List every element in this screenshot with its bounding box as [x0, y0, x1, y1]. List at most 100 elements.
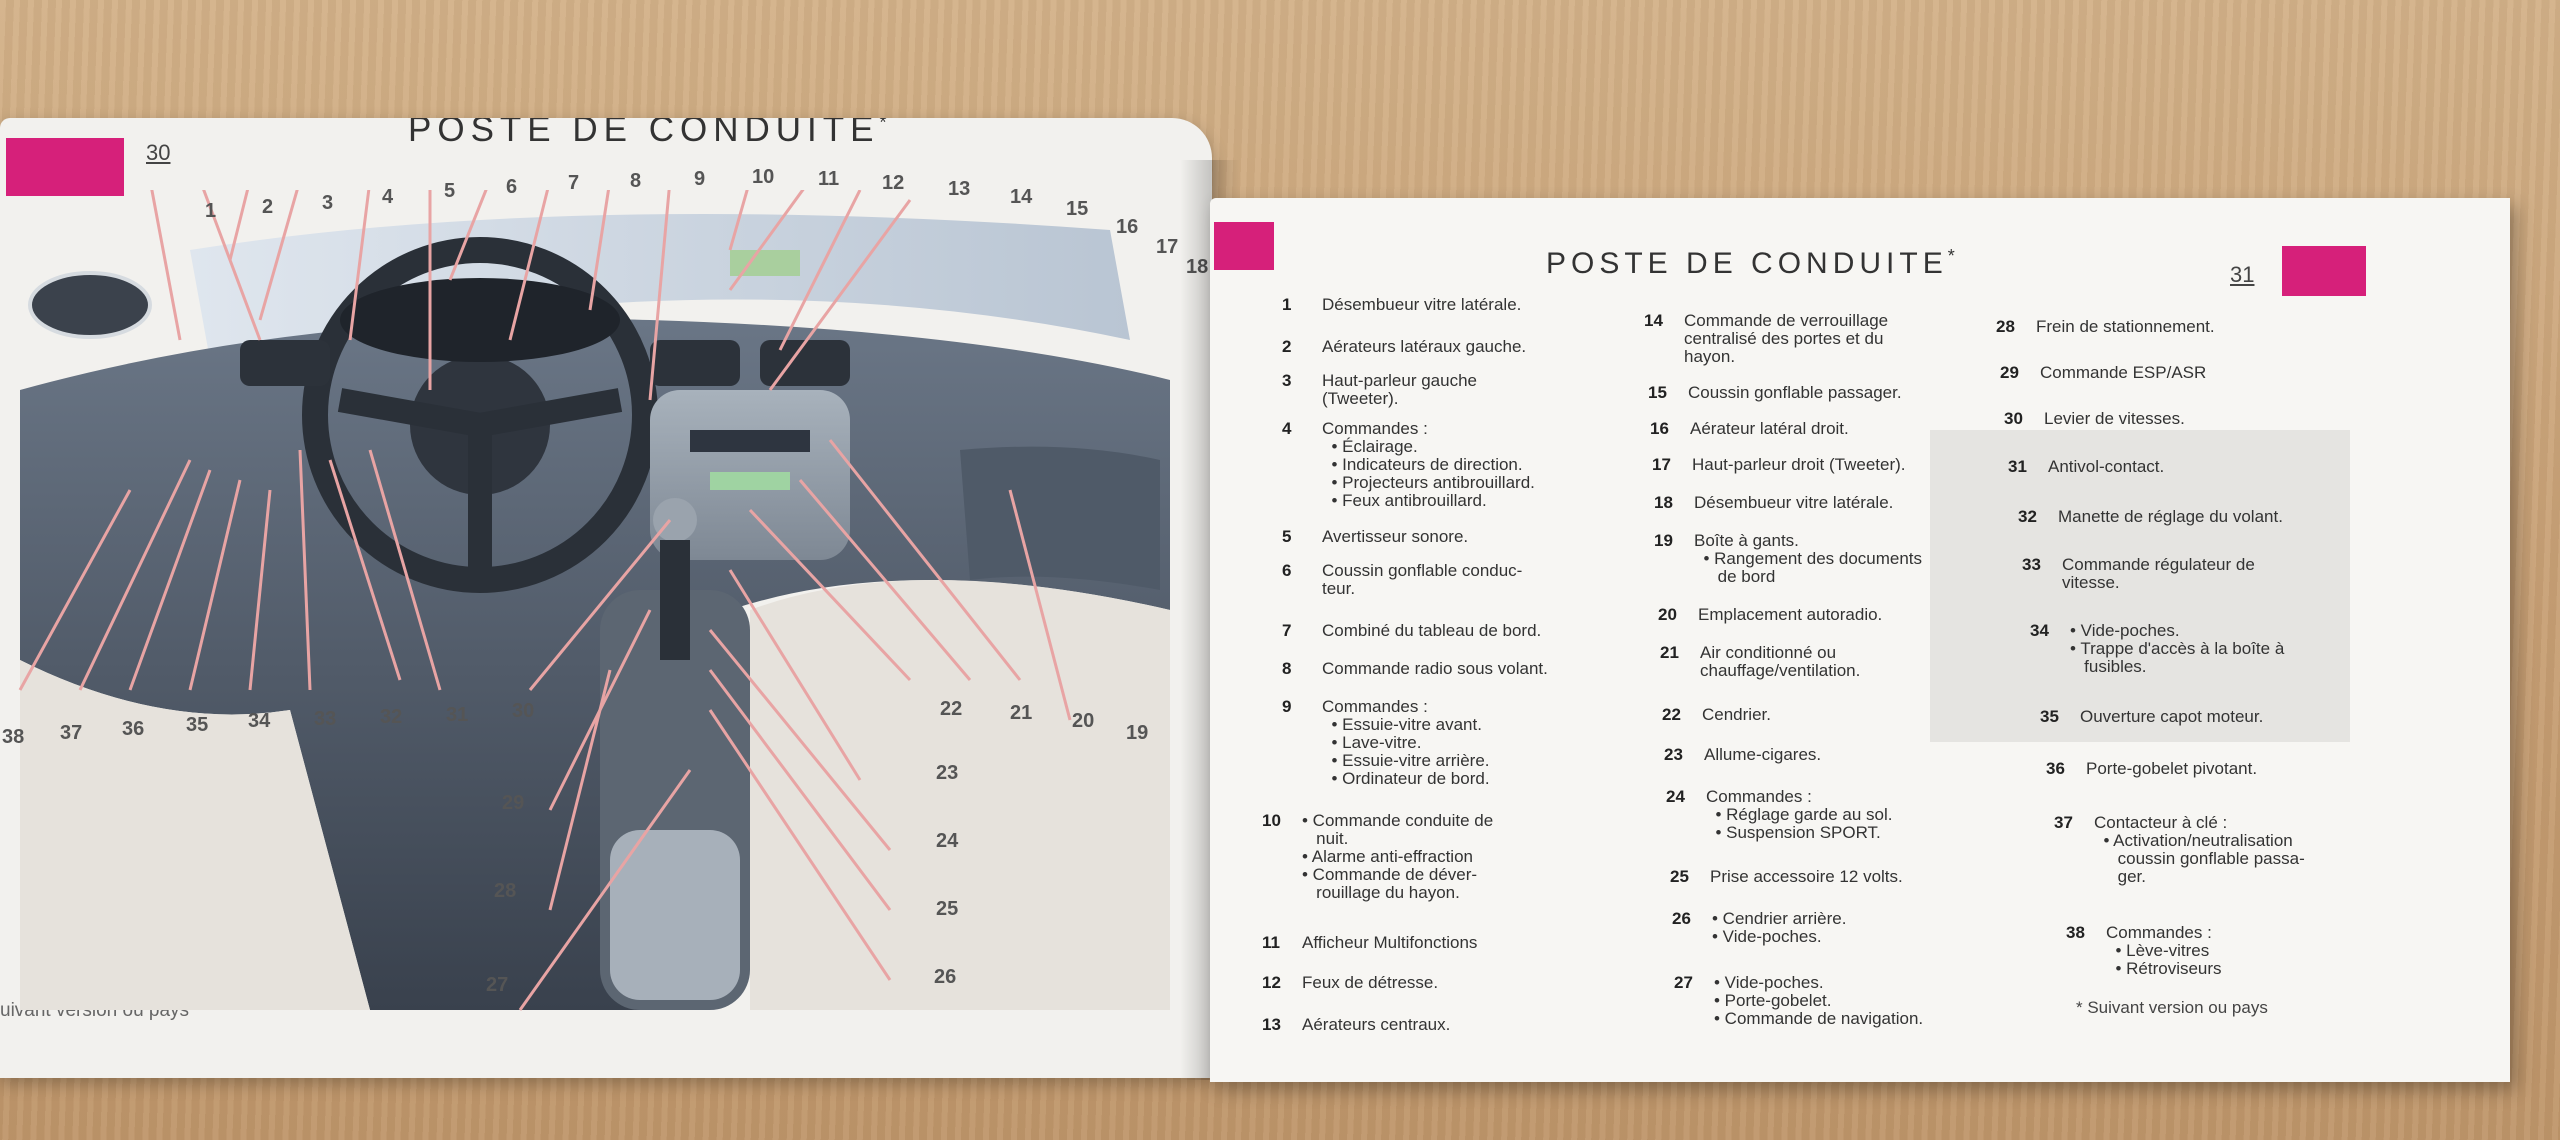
legend-item-line: Avertisseur sonore. — [1322, 527, 1469, 546]
legend-item-text: Manette de réglage du volant. — [2058, 508, 2283, 526]
callout-25: 25 — [936, 898, 959, 920]
legend-item-text: Feux de détresse. — [1302, 974, 1438, 992]
legend-item-line: • Lève-vitres — [2106, 941, 2210, 960]
legend-item-text: Commandes : • Réglage garde au sol. • Su… — [1706, 788, 1892, 842]
callout-38: 38 — [2, 726, 25, 748]
legend-item-line: • Rangement des documents — [1694, 549, 1923, 568]
legend-item-text: • Commande conduite de nuit.• Alarme ant… — [1302, 812, 1493, 902]
center-vent-left — [650, 340, 740, 386]
legend-item-line: rouillage du hayon. — [1302, 883, 1460, 902]
legend-item-line: Commande radio sous volant. — [1322, 659, 1548, 678]
legend-item-line: • Projecteurs antibrouillard. — [1322, 473, 1535, 492]
callout-lines — [18, 190, 1072, 1011]
legend-item-line: hayon. — [1684, 347, 1736, 366]
legend-item-line: fusibles. — [2070, 657, 2147, 676]
legend-item-number: 12 — [1262, 973, 1281, 992]
legend-item-text: Commandes : • Éclairage. • Indicateurs d… — [1322, 420, 1535, 510]
callout-11: 11 — [818, 168, 840, 190]
callout-32: 32 — [380, 706, 403, 728]
legend-item-line: Désembueur vitre latérale. — [1322, 295, 1522, 314]
legend-item-line: • Commande conduite de — [1302, 811, 1494, 830]
dashboard-body — [20, 318, 1170, 1010]
legend-item-line: • Ordinateur de bord. — [1322, 769, 1490, 788]
steering-wheel — [302, 237, 658, 593]
legend-item-text: Boîte à gants. • Rangement des documents… — [1694, 532, 1922, 586]
callout-15: 15 — [1066, 198, 1089, 220]
legend-item-text: Aérateurs latéraux gauche. — [1322, 338, 1526, 356]
legend-item-line: • Rétroviseurs — [2106, 959, 2222, 978]
legend-item-text: Commandes : • Essuie-vitre avant. • Lave… — [1322, 698, 1490, 788]
legend-item-line: • Essuie-vitre avant. — [1322, 715, 1482, 734]
callout-20: 20 — [1072, 710, 1095, 732]
legend-item-number: 11 — [1262, 933, 1280, 952]
left-page-title: POSTE DE CONDUITE* — [408, 118, 887, 149]
legend-item-line: • Vide-poches. — [1714, 973, 1824, 992]
legend-item-line: Prise accessoire 12 volts. — [1710, 867, 1903, 886]
legend-item-line: Ouverture capot moteur. — [2080, 707, 2264, 726]
legend-item-line: Boîte à gants. — [1694, 531, 1799, 550]
legend-item-line: • Lave-vitre. — [1322, 733, 1422, 752]
legend-item-line: Frein de stationnement. — [2036, 317, 2215, 336]
legend-item-number: 22 — [1662, 705, 1681, 724]
legend-item-text: Frein de stationnement. — [2036, 318, 2215, 336]
legend-item-number: 18 — [1654, 493, 1673, 512]
callout-18: 18 — [1186, 256, 1208, 279]
legend-item-line: coussin gonflable passa- — [2094, 849, 2305, 868]
callout-1: 1 — [205, 200, 217, 222]
legend-item-line: Commandes : — [1706, 787, 1812, 806]
callout-3: 3 — [322, 192, 334, 214]
left-page-number: 30 — [146, 140, 171, 165]
callout-13: 13 — [948, 178, 971, 200]
legend-item-text: Coussin gonflable conduc-teur. — [1322, 562, 1522, 598]
callout-30: 30 — [512, 700, 535, 722]
legend-item-line: Coussin gonflable passager. — [1688, 383, 1902, 402]
legend-item-line: • Commande de déver- — [1302, 865, 1478, 884]
center-vent-right — [760, 340, 850, 386]
legend-item-number: 34 — [2030, 621, 2049, 640]
legend-item-line: Commande de verrouillage — [1684, 311, 1889, 330]
legend-item-line: Aérateurs latéraux gauche. — [1322, 337, 1527, 356]
legend-item-text: Ouverture capot moteur. — [2080, 708, 2263, 726]
legend-item-line: nuit. — [1302, 829, 1349, 848]
legend-item-number: 37 — [2054, 813, 2073, 832]
legend-item-number: 1 — [1282, 295, 1292, 314]
radio-slot — [690, 430, 810, 452]
legend-item-line: Feux de détresse. — [1302, 973, 1439, 992]
legend-item-line: • Cendrier arrière. — [1712, 909, 1847, 928]
legend-item-text: Antivol-contact. — [2048, 458, 2164, 476]
legend-item-text: Haut-parleur gauche(Tweeter). — [1322, 372, 1477, 408]
legend-item-number: 32 — [2018, 507, 2037, 526]
legend-item-text: Contacteur à clé : • Activation/neutrali… — [2094, 814, 2305, 886]
callout-9: 9 — [694, 168, 706, 190]
legend-item-line: Commande ESP/ASR — [2040, 363, 2207, 382]
callout-12: 12 — [882, 172, 905, 194]
callout-27: 27 — [486, 974, 509, 996]
legend-item-line: • Vide-poches. — [1712, 927, 1822, 946]
climate-display — [710, 472, 790, 490]
legend-item-number: 17 — [1652, 455, 1671, 474]
legend-item-line: de bord — [1694, 567, 1776, 586]
legend-item-text: Porte-gobelet pivotant. — [2086, 760, 2257, 778]
legend-item-text: • Vide-poches.• Porte-gobelet.• Commande… — [1714, 974, 1923, 1028]
legend-item-number: 5 — [1282, 527, 1292, 546]
glove-box — [960, 446, 1160, 590]
right-footnote: * Suivant version ou pays — [2076, 998, 2268, 1017]
gear-knob — [653, 498, 697, 542]
legend-item-number: 35 — [2040, 707, 2059, 726]
legend-item-text: Afficheur Multifonctions — [1302, 934, 1477, 952]
legend-item-line: Aérateurs centraux. — [1302, 1015, 1451, 1034]
legend-item-text: Cendrier. — [1702, 706, 1771, 724]
legend-item-line: chauffage/ventilation. — [1700, 661, 1861, 680]
right-page-sheet — [1210, 198, 2510, 1082]
legend-item-line: Manette de réglage du volant. — [2058, 507, 2283, 526]
left-pink-tab — [6, 138, 124, 196]
legend-item-line: Coussin gonflable conduc- — [1322, 561, 1523, 580]
callout-6: 6 — [506, 176, 518, 198]
legend-item-number: 25 — [1670, 867, 1689, 886]
legend-item-line: Allume-cigares. — [1704, 745, 1822, 764]
callout-28: 28 — [494, 880, 517, 902]
legend-item-line: Afficheur Multifonctions — [1302, 933, 1478, 952]
